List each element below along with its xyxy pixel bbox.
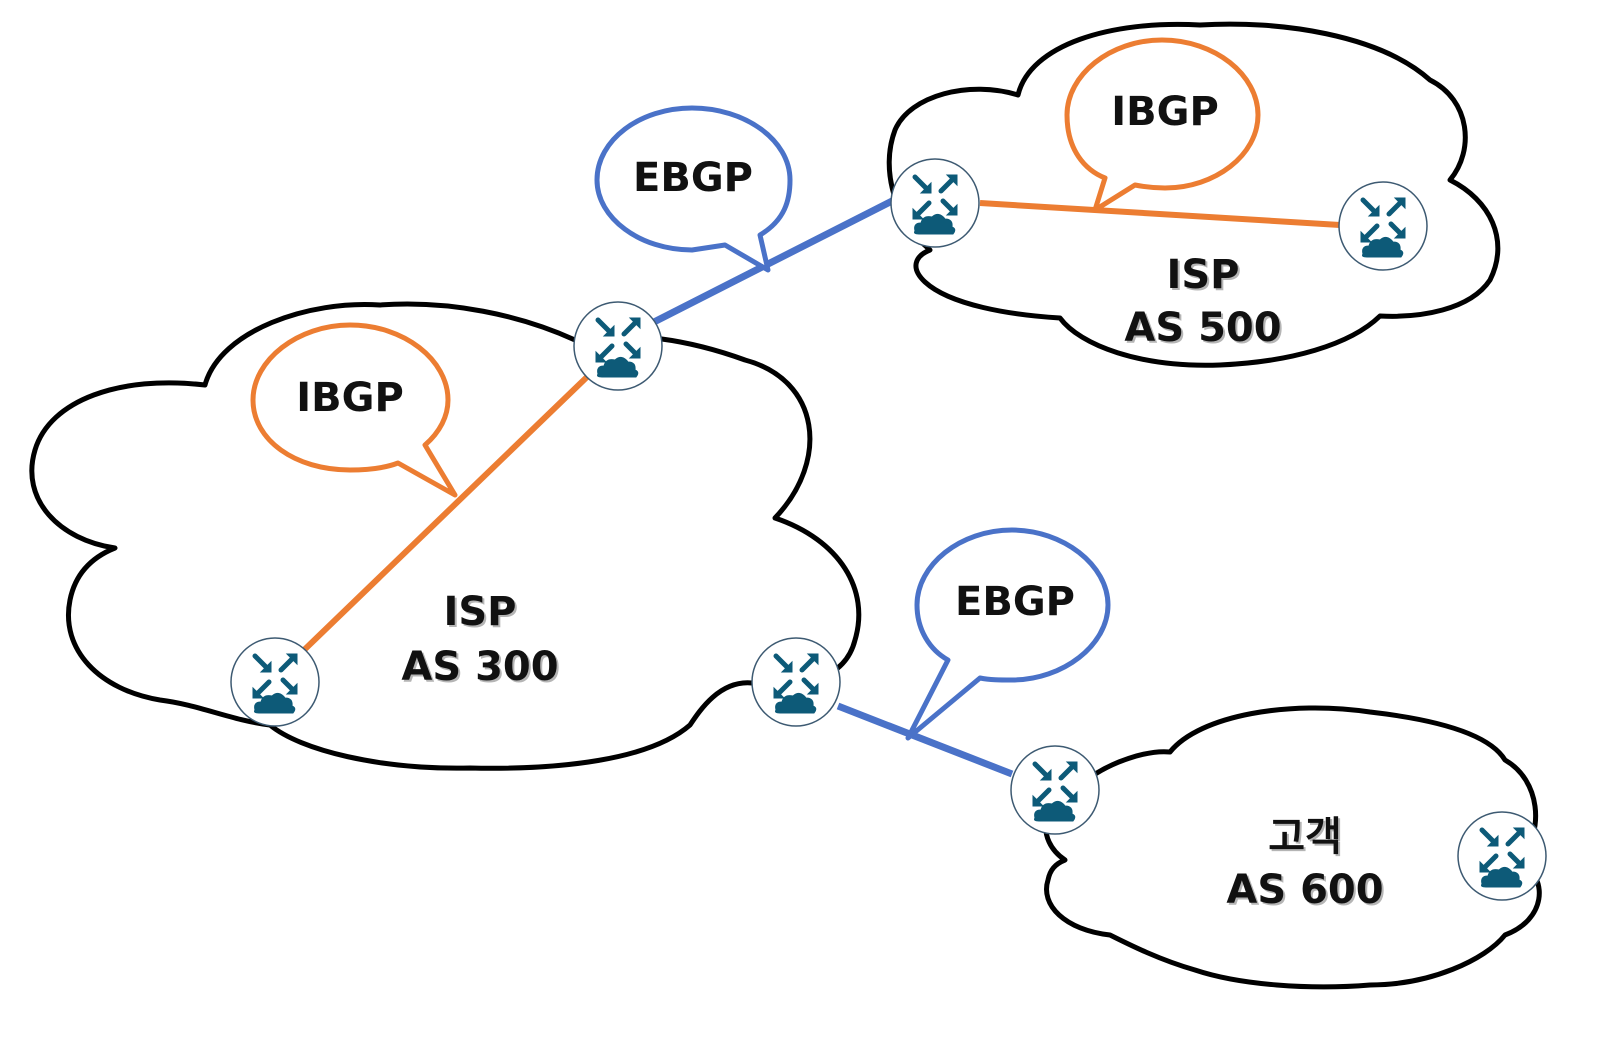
as500-line1: ISP <box>1166 252 1239 298</box>
label-as500: ISP ISP AS 500 AS 500 <box>1124 252 1283 353</box>
bubble-ibgp-top-label: IBGP <box>1111 89 1219 135</box>
as300-line2-shadow: AS 300 <box>403 646 560 692</box>
as500-line2-shadow: AS 500 <box>1126 307 1283 353</box>
link-ebgp-as300-as500 <box>652 197 894 326</box>
link-ibgp-as500 <box>979 200 1341 228</box>
label-as300: ISP ISP AS 300 AS 300 <box>401 589 560 692</box>
cloud-as300 <box>29 301 862 771</box>
bubble-ibgp-left-label: IBGP <box>296 375 404 421</box>
as300-line1: ISP <box>443 589 516 635</box>
bubble-ebgp-bottom-label: EBGP <box>955 579 1075 625</box>
router-icon <box>1011 746 1099 834</box>
as300-line2: AS 300 <box>401 644 558 690</box>
bubble-ebgp-top: EBGP <box>594 105 793 273</box>
router-icon <box>574 302 662 390</box>
as600-line2: AS 600 <box>1226 867 1383 913</box>
router-icon <box>1458 812 1546 900</box>
link-ebgp-as300-as600 <box>836 702 1014 778</box>
label-as600: 고객 고객 AS 600 AS 600 <box>1226 814 1385 915</box>
as500-line1-shadow: ISP <box>1168 254 1241 300</box>
bubble-ebgp-top-label: EBGP <box>633 155 753 201</box>
as300-line1-shadow: ISP <box>445 591 518 637</box>
cloud-as500 <box>886 21 1501 368</box>
as600-line1: 고객 <box>1268 814 1342 860</box>
as500-line2: AS 500 <box>1124 305 1281 351</box>
as600-line1-shadow: 고객 <box>1270 816 1344 862</box>
bubble-ibgp-left: IBGP <box>250 322 458 498</box>
router-icon <box>752 638 840 726</box>
link-ibgp-as300 <box>299 373 591 655</box>
as600-line2-shadow: AS 600 <box>1228 869 1385 915</box>
router-icon <box>231 638 319 726</box>
bubble-ibgp-top: IBGP <box>1064 37 1261 213</box>
router-icon <box>891 159 979 247</box>
router-icon <box>1339 182 1427 270</box>
bubble-ebgp-bottom: EBGP <box>905 527 1111 741</box>
